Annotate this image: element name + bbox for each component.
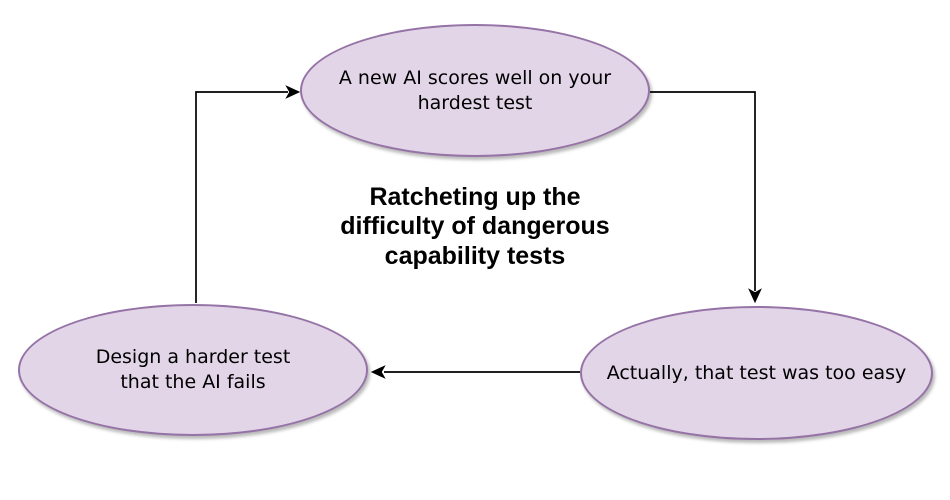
arrow-bottomright-to-bottomleft <box>370 365 580 379</box>
node-design-harder-test: Design a harder test that the AI fails <box>18 304 368 436</box>
node-label: Actually, that test was too easy <box>606 361 907 384</box>
arrowhead-left-icon <box>370 365 386 379</box>
node-label: Design a harder test that the AI fails <box>95 346 291 393</box>
diagram-title: Ratcheting up the difficulty of dangerou… <box>340 183 610 270</box>
node-label: A new AI scores well on your hardest tes… <box>338 66 612 114</box>
arrow-bottomleft-to-top <box>195 85 301 303</box>
arrow-top-to-bottomright <box>650 91 762 304</box>
arrowhead-right-icon <box>285 85 301 99</box>
node-test-was-too-easy: Actually, that test was too easy <box>580 306 933 440</box>
node-new-ai-scores-well: A new AI scores well on your hardest tes… <box>300 24 650 157</box>
arrowhead-down-icon <box>748 288 762 304</box>
